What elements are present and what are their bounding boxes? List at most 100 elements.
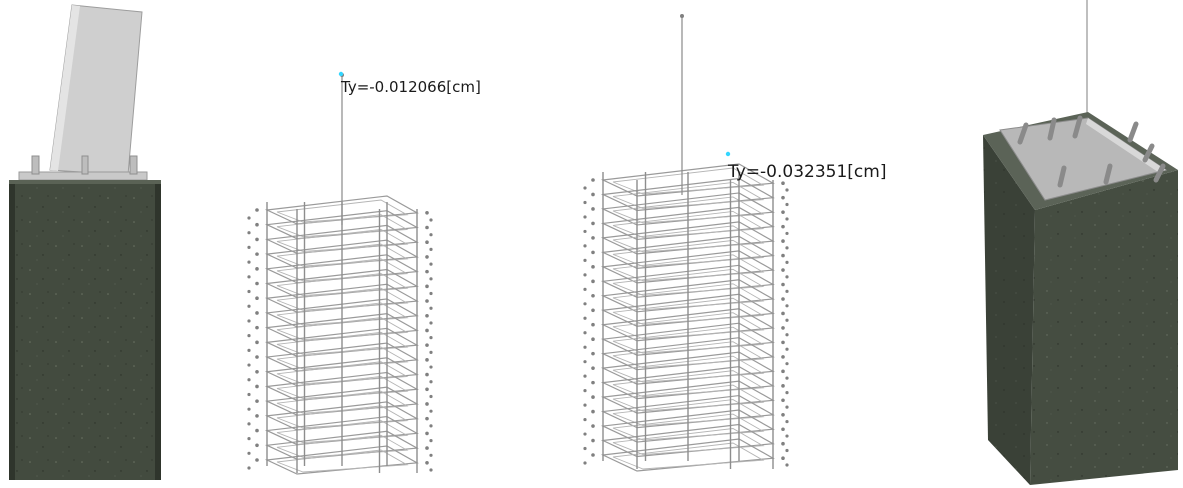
rebar-node xyxy=(429,277,433,281)
rebar-node xyxy=(429,233,433,237)
rebar-node xyxy=(429,350,433,354)
rebar-node xyxy=(583,360,587,364)
rebar-node xyxy=(425,299,429,303)
rebar-node xyxy=(255,369,259,374)
rebar-tie-inner xyxy=(276,390,409,414)
rebar-node xyxy=(583,331,587,335)
rebar-tie-inner xyxy=(276,405,409,429)
rebar-tie-inner xyxy=(612,182,765,209)
rebar-node xyxy=(591,337,595,342)
rebar-node xyxy=(781,268,785,272)
rebar-node xyxy=(583,403,587,407)
rebar-node xyxy=(583,432,587,436)
rebar-node xyxy=(785,391,789,395)
rebar-node xyxy=(255,325,259,330)
pedestal-side-face xyxy=(983,135,1035,485)
rebar-tie-inner xyxy=(612,254,765,282)
rebar-tie-inner xyxy=(276,302,409,326)
rebar-node xyxy=(255,222,259,227)
rebar-node xyxy=(583,244,587,248)
rebar-node xyxy=(425,225,429,230)
rebar-node xyxy=(255,443,259,448)
rebar-node xyxy=(425,313,429,318)
rebar-tie-inner xyxy=(276,331,409,355)
rebar-node xyxy=(591,250,595,255)
rebar-node xyxy=(255,340,259,345)
rebar-node xyxy=(591,424,595,428)
anchor-bolts xyxy=(31,155,138,175)
rebar-node xyxy=(591,178,595,182)
rebar-node xyxy=(429,453,433,457)
rebar-node xyxy=(785,419,789,424)
rebar-node xyxy=(255,458,259,462)
rebar-node xyxy=(785,434,789,438)
rebar-node xyxy=(591,236,595,240)
rebar-node xyxy=(255,281,259,286)
rebar-node xyxy=(781,427,785,432)
rebar-node xyxy=(591,366,595,370)
rebar-node xyxy=(247,363,251,367)
pedestal-isometric-view xyxy=(983,0,1178,485)
rebar-node xyxy=(247,231,251,235)
rebar-node xyxy=(781,369,785,374)
rebar-node xyxy=(785,289,789,293)
rebar-node xyxy=(591,308,595,313)
rebar-node xyxy=(429,262,433,266)
rebar-node xyxy=(781,253,785,258)
rebar-node xyxy=(255,296,259,301)
displacement-label: Ty=-0.012066[cm] xyxy=(340,78,481,96)
rebar-tie-inner xyxy=(612,268,765,296)
rebar-node xyxy=(781,224,785,229)
rebar-tie-inner xyxy=(612,239,765,267)
rebar-node xyxy=(583,200,587,205)
rebar-tie-inner xyxy=(612,413,765,441)
rebar-tie-inner xyxy=(612,399,765,427)
rebar-node xyxy=(425,372,429,377)
rebar-node xyxy=(247,436,251,441)
rebar-node xyxy=(255,399,259,403)
rebar-tie-inner xyxy=(612,210,765,238)
rebar-node xyxy=(781,412,785,417)
rebar-tie-inner xyxy=(276,317,409,341)
rebar-node xyxy=(429,438,433,443)
rebar-node xyxy=(785,405,789,409)
rebar-node xyxy=(781,210,785,214)
rebar-node xyxy=(781,355,785,359)
rebar-node xyxy=(785,246,789,250)
rebar-node xyxy=(785,304,789,308)
rebar-node xyxy=(591,453,595,457)
rebar-node xyxy=(785,347,789,351)
rebar-node xyxy=(247,334,251,338)
rebar-node xyxy=(429,306,433,310)
rebar-node xyxy=(255,428,259,433)
rebar-node xyxy=(429,394,433,399)
rebar-tie-inner xyxy=(276,258,409,282)
rebar-node xyxy=(425,240,429,245)
rebar-node xyxy=(247,319,251,323)
rebar-node xyxy=(781,311,785,316)
rebar-node xyxy=(583,374,587,378)
rebar-node xyxy=(247,275,251,279)
rebar-node xyxy=(429,291,433,296)
rebar-tie-inner xyxy=(276,376,409,399)
rebar-node xyxy=(583,461,587,465)
rebar-node xyxy=(247,260,251,264)
rebar-node xyxy=(785,333,789,337)
rebar-node xyxy=(583,316,587,320)
rebar-node xyxy=(785,376,789,380)
rebar-node xyxy=(429,336,433,340)
displacement-marker xyxy=(725,151,731,157)
rebar-tie-inner xyxy=(612,341,765,369)
rebar-node xyxy=(583,446,587,451)
rebar-tie-inner xyxy=(276,434,409,458)
rebar-cage-deformed-view: Ty=-0.032351[cm] xyxy=(583,14,886,472)
rebar-node xyxy=(785,463,789,467)
rebar-node xyxy=(591,221,595,226)
rebar-tie-inner xyxy=(276,214,409,238)
rebar-node xyxy=(781,340,785,345)
rebar-node xyxy=(429,218,433,222)
rebar-node xyxy=(583,417,587,422)
rebar-tie-inner xyxy=(612,297,765,325)
rebar-tie-inner xyxy=(612,384,765,412)
rebar-tie-inner xyxy=(276,287,409,311)
